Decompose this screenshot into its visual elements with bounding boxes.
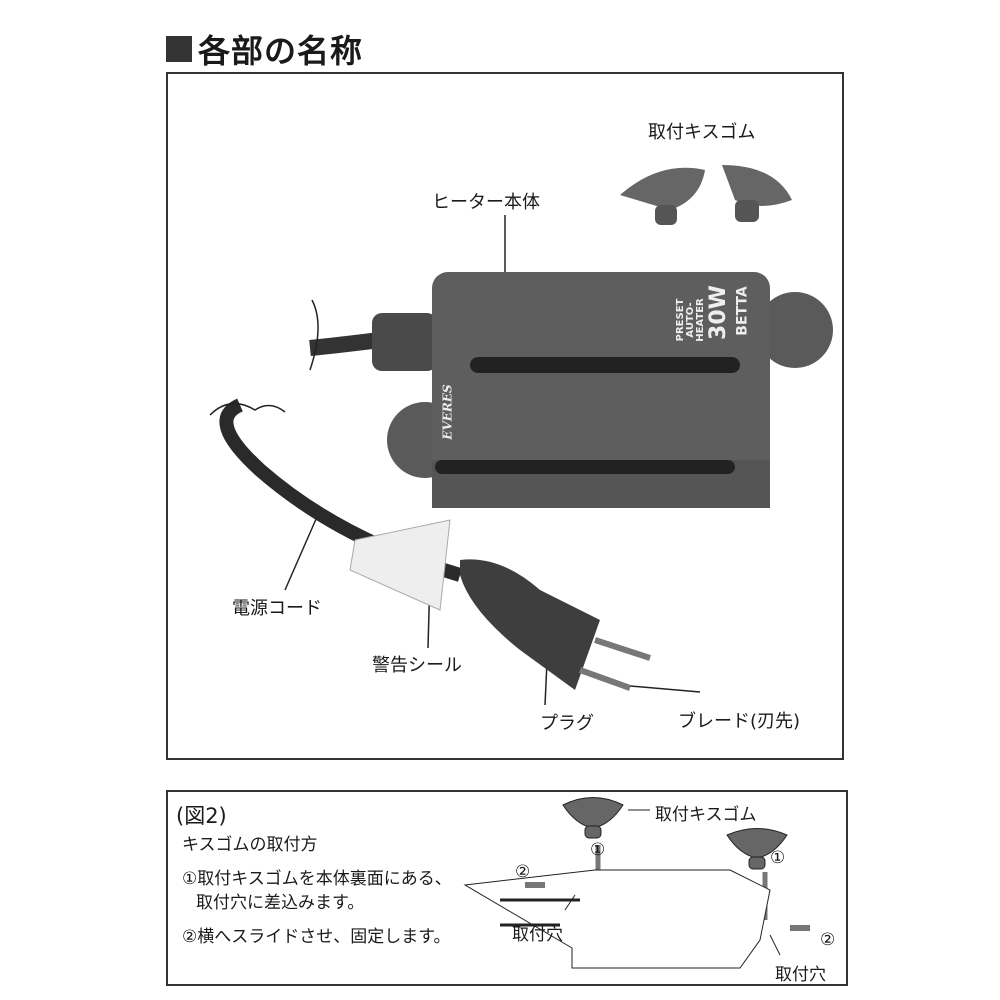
step1-text: ①取付キスゴムを本体裏面にある、 [182,869,452,889]
marker-step1: ① [770,848,786,868]
marker-step2: ② [820,930,836,950]
parts-diagram-frame [166,72,844,760]
diagram-suction-label: 取付キスゴム [655,805,757,825]
marker-step2: ② [515,862,531,882]
figure2-frame [166,790,848,986]
label-power-cord: 電源コード [232,598,322,619]
figure-label: (図2) [176,804,227,828]
diagram-hole-left: 取付穴 [512,925,563,945]
label-warning-seal: 警告シール [372,655,462,676]
step1-text-cont: 取付穴に差込みます。 [196,893,365,913]
label-heater-body: ヒーター本体 [432,192,540,213]
marker-step1: ① [590,840,606,860]
label-suction-cups: 取付キスゴム [648,122,756,143]
figure-heading: キスゴムの取付方 [182,835,318,855]
label-blade: ブレード(刃先) [678,711,801,732]
diagram-hole-right: 取付穴 [775,965,826,985]
section-title: 各部の名称 [166,26,363,72]
square-bullet-icon [166,36,192,62]
suction-cup-icon [722,165,792,222]
label-plug: プラグ [540,713,594,734]
suction-cup-icon [620,167,705,225]
step2-text: ②横へスライドさせ、固定します。 [182,927,451,947]
